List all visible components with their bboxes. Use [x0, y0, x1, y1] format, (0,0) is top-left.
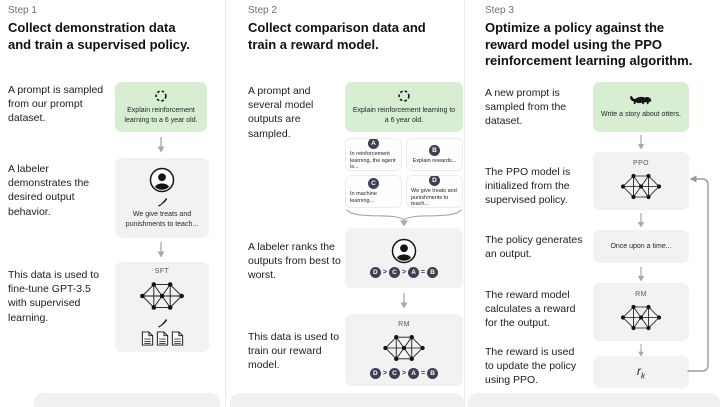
down-arrow-icon: [636, 135, 646, 150]
output-d-card: D We give treats and punishments to teac…: [406, 175, 463, 208]
step2-rm-box: RM D > C > A = B: [345, 314, 463, 386]
output-d-text: We give treats and punishments to teach.…: [411, 187, 457, 208]
document-icon: [156, 331, 168, 346]
output-c-text: In machine learning...: [350, 191, 377, 204]
output-a-card: A In reinforcement learning, the agent i…: [345, 138, 402, 171]
step1-row2-text: A labeler demonstrates the desired outpu…: [8, 163, 90, 218]
step1-heading: Collect demonstration data and train a s…: [8, 20, 190, 52]
step3-row5-text: The reward is used to update the policy …: [485, 346, 577, 387]
output-b-card: B Explain rewards...: [406, 138, 463, 171]
labeler-person-icon: [149, 167, 175, 193]
rank-circle: B: [427, 368, 439, 379]
step2-label: Step 2: [248, 5, 277, 16]
step3-row4-text: The reward model calculates a reward for…: [485, 289, 576, 330]
step1-prompt-text: Explain reinforcement learning to a 6 ye…: [124, 107, 198, 124]
output-a-badge: A: [368, 139, 379, 149]
rank-separator: =: [421, 370, 426, 377]
step3-output-box: Once upon a time...: [593, 230, 689, 263]
step2-heading: Collect comparison data and train a rewa…: [248, 20, 426, 52]
brace-down-icon: [345, 209, 463, 228]
rank-separator: >: [401, 269, 407, 276]
step3-row1-text: A new prompt is sampled from the dataset…: [485, 87, 567, 128]
output-c-badge: C: [368, 178, 379, 190]
labeler-person-icon: [391, 238, 417, 264]
step3-heading: Optimize a policy against the reward mod…: [485, 20, 693, 69]
neural-network-icon: [137, 278, 187, 314]
rank-circle: C: [388, 368, 400, 379]
refresh-icon: [154, 89, 168, 103]
next-section-card-edge: [468, 393, 720, 407]
step1-labeler-text: We give treats and punishments to teach.…: [125, 211, 199, 228]
down-arrow-icon: [636, 267, 646, 282]
step3-ppo-box: PPO: [593, 152, 689, 210]
neural-network-icon: [380, 331, 428, 365]
output-a-text: In reinforcement learning, the agent is.…: [350, 150, 396, 171]
rank-circle: A: [408, 267, 420, 278]
step1-prompt-box: Explain reinforcement learning to a 6 ye…: [115, 82, 207, 132]
down-arrow-icon: [156, 242, 166, 258]
column-divider-1: [225, 0, 226, 407]
ranking-row: D > C > A = B: [369, 368, 439, 379]
step1-labeler-box: We give treats and punishments to teach.…: [115, 158, 209, 238]
rank-circle: D: [369, 368, 381, 379]
step3-column: Step 3 Optimize a policy against the rew…: [478, 0, 720, 407]
step1-row1-text: A prompt is sampled from our prompt data…: [8, 84, 104, 125]
step3-reward-box: rk: [593, 356, 689, 388]
documents-icons: [141, 331, 184, 346]
refresh-icon: [397, 89, 411, 103]
step2-row2-text: A labeler ranks the outputs from best to…: [248, 241, 341, 282]
step2-prompt-text: Explain reinforcement learning to a 6 ye…: [352, 107, 456, 124]
step1-row3-text: This data is used to fine-tune GPT-3.5 w…: [8, 269, 100, 324]
rank-separator: >: [401, 370, 407, 377]
column-divider-2: [464, 0, 465, 407]
rm-label: RM: [398, 321, 410, 328]
rm-label: RM: [635, 290, 647, 298]
ppo-label: PPO: [633, 159, 649, 167]
next-section-card-edge: [34, 393, 220, 407]
down-arrow-icon: [636, 213, 646, 228]
step3-row3-text: The policy generates an output.: [485, 234, 583, 261]
reward-symbol: rk: [637, 363, 645, 381]
neural-network-icon: [618, 301, 664, 334]
rank-circle: D: [369, 267, 381, 278]
pencil-icon: [157, 196, 168, 207]
step1-column: Step 1 Collect demonstration data and tr…: [8, 0, 224, 407]
step3-output-text: Once upon a time...: [610, 242, 672, 250]
output-c-card: C In machine learning...: [345, 175, 402, 208]
step3-row2-text: The PPO model is initialized from the su…: [485, 166, 571, 207]
rank-circle: C: [388, 267, 400, 278]
step2-prompt-box: Explain reinforcement learning to a 6 ye…: [345, 82, 463, 132]
output-b-badge: B: [429, 144, 440, 156]
step2-row1-text: A prompt and several model outputs are s…: [248, 85, 314, 140]
step1-label: Step 1: [8, 5, 37, 16]
rank-separator: >: [382, 370, 387, 377]
document-icon: [141, 331, 153, 346]
rank-separator: >: [382, 269, 387, 276]
down-arrow-icon: [636, 344, 646, 357]
rank-circle: A: [408, 368, 420, 379]
step1-sft-box: SFT: [115, 262, 209, 352]
neural-network-icon: [618, 170, 664, 203]
step3-rm-box: RM: [593, 283, 689, 341]
step2-column: Step 2 Collect comparison data and train…: [240, 0, 464, 407]
document-icon: [171, 331, 183, 346]
step2-labeler-box: D > C > A = B: [345, 228, 463, 288]
down-arrow-icon: [399, 293, 409, 309]
sft-label: SFT: [154, 268, 170, 275]
next-section-card-edge: [230, 393, 464, 407]
rank-separator: =: [421, 269, 426, 276]
step3-prompt-text: Write a story about otters.: [600, 111, 681, 119]
ranking-row: D > C > A = B: [369, 267, 439, 278]
output-b-text: Explain rewards...: [412, 157, 457, 164]
pencil-icon: [157, 317, 168, 328]
output-d-badge: D: [429, 176, 440, 186]
model-outputs-grid: A In reinforcement learning, the agent i…: [345, 138, 463, 208]
step3-prompt-box: Write a story about otters.: [593, 82, 689, 132]
step3-label: Step 3: [485, 5, 514, 16]
feedback-loop-arrow: [686, 168, 712, 380]
step2-row3-text: This data is used to train our reward mo…: [248, 331, 340, 372]
rank-circle: B: [427, 267, 439, 278]
down-arrow-icon: [156, 137, 166, 153]
otter-icon: [628, 94, 654, 107]
